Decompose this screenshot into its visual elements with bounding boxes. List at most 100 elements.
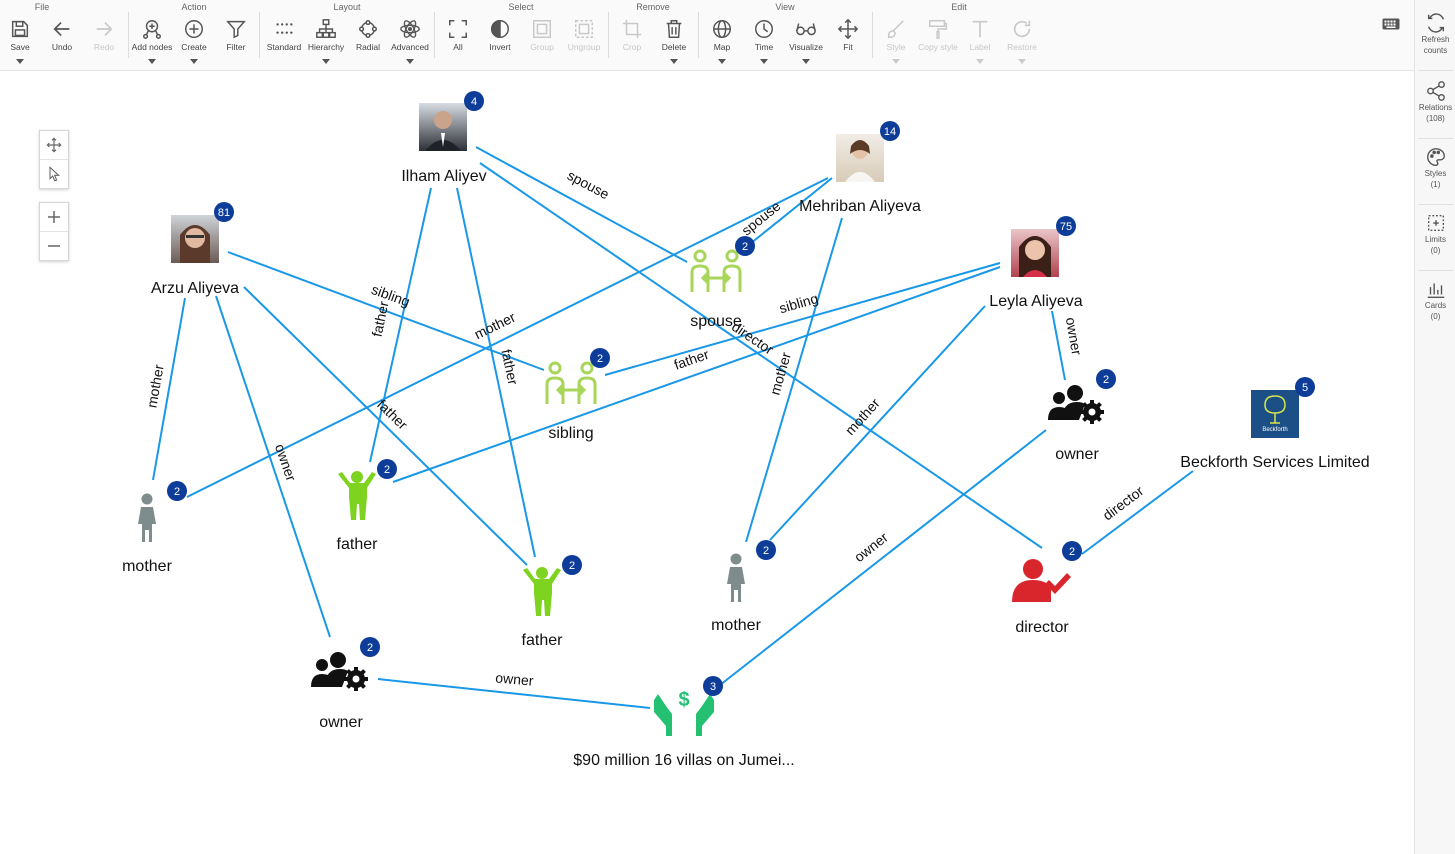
refresh-counts-button[interactable]: Refresh counts (1415, 12, 1455, 56)
edge-label-mother-mehriban2: mother (766, 350, 793, 397)
leyla-photo (1011, 229, 1059, 277)
redo-button[interactable]: Redo (82, 16, 126, 70)
visualize-caret-icon[interactable] (802, 59, 810, 64)
style-caret-icon[interactable] (892, 59, 900, 64)
keyboard-icon[interactable] (1382, 17, 1400, 36)
map-button[interactable]: Map (700, 16, 744, 70)
edge-leyla-owner2[interactable] (1051, 310, 1066, 381)
advanced-caret-icon[interactable] (406, 59, 414, 64)
edge-leyla-father1[interactable] (392, 266, 1001, 483)
standard-layout-button[interactable]: Standard (262, 16, 306, 70)
edge-owner1-asset[interactable] (377, 678, 651, 709)
edge-label-spouse-mehriban: spouse (738, 198, 783, 239)
edge-leyla-sibling[interactable] (604, 262, 1001, 376)
node-mehriban-aliyeva[interactable]: 14 Mehriban Aliyeva (799, 121, 921, 215)
palette-icon (1426, 148, 1445, 166)
time-caret-icon[interactable] (760, 59, 768, 64)
father-left-badge-count: 2 (384, 464, 390, 476)
relations-count: (108) (1426, 114, 1445, 123)
node-father-middle[interactable]: 2 father (522, 555, 582, 649)
create-button[interactable]: Create (172, 16, 216, 70)
styles-button[interactable]: Styles (1) (1415, 146, 1455, 190)
mehriban-badge-count: 14 (884, 126, 896, 138)
restore-icon (1013, 20, 1031, 38)
node-beckforth-services-limited[interactable]: Beckforth 5 Beckforth Services Limited (1180, 377, 1370, 471)
delete-button[interactable]: Delete (652, 16, 696, 70)
node-sibling[interactable]: 2 sibling (545, 348, 610, 442)
pan-tool-button[interactable] (40, 131, 68, 159)
edge-ilham-father2[interactable] (456, 187, 536, 558)
edge-ilham-director[interactable] (479, 162, 1043, 549)
node-director[interactable]: 2 director (1012, 541, 1082, 636)
advanced-layout-button[interactable]: Advanced (388, 16, 432, 70)
undo-button[interactable]: Undo (40, 16, 84, 70)
add-nodes-label: Add nodes (131, 42, 173, 52)
zoom-out-button[interactable] (40, 231, 68, 260)
invert-selection-button[interactable]: Invert (478, 16, 522, 70)
ungroup-button[interactable]: Ungroup (562, 16, 606, 70)
save-caret-icon[interactable] (16, 59, 24, 64)
separator (698, 12, 699, 58)
restore-caret-icon[interactable] (1018, 59, 1026, 64)
limits-button[interactable]: Limits (0) (1415, 212, 1455, 256)
group-button[interactable]: Group (520, 16, 564, 70)
hierarchy-caret-icon[interactable] (322, 59, 330, 64)
select-all-button[interactable]: All (436, 16, 480, 70)
node-mother-left[interactable]: 2 mother (122, 481, 187, 575)
arzu-photo (171, 215, 219, 263)
edge-arzu-father2[interactable] (243, 286, 528, 566)
zoom-in-button[interactable] (40, 203, 68, 231)
select-tool-button[interactable] (40, 159, 68, 188)
edge-label-owner-asset2: owner (851, 529, 891, 565)
node-arzu-aliyeva[interactable]: 81 Arzu Aliyeva (151, 202, 239, 297)
edge-ilham-father1[interactable] (369, 187, 432, 463)
edge-label-spouse-ilham: spouse (565, 167, 613, 202)
fit-button[interactable]: Fit (826, 16, 870, 70)
save-button[interactable]: Save (0, 16, 42, 70)
time-button[interactable]: Time (742, 16, 786, 70)
label-caret-icon[interactable] (976, 59, 984, 64)
edge-mehriban-spouse[interactable] (744, 177, 833, 249)
radial-layout-button[interactable]: Radial (346, 16, 390, 70)
create-caret-icon[interactable] (190, 59, 198, 64)
edge-label-director-beckforth: director (1100, 482, 1147, 523)
edge-arzu-owner1[interactable] (215, 295, 331, 638)
label-button[interactable]: Label (958, 16, 1002, 70)
action-group: Action (130, 0, 258, 70)
map-caret-icon[interactable] (718, 59, 726, 64)
node-leyla-aliyeva[interactable]: 75 Leyla Aliyeva (989, 216, 1083, 310)
edge-mehriban-mother2[interactable] (745, 217, 843, 543)
node-owner-leyla[interactable]: 2 owner (1048, 369, 1116, 463)
pan-select-controls (39, 130, 69, 189)
edge-arzu-mother1[interactable] (152, 297, 186, 481)
visualize-button[interactable]: Visualize (784, 16, 828, 70)
copy-style-button[interactable]: Copy style (916, 16, 960, 70)
edge-mehriban-mother1[interactable] (186, 177, 829, 498)
delete-caret-icon[interactable] (670, 59, 678, 64)
filter-button[interactable]: Filter (214, 16, 258, 70)
node-father-left[interactable]: 2 father (337, 459, 397, 553)
graph-canvas[interactable]: spouse spouse sibling sibling mother mot… (0, 0, 1414, 854)
add-nodes-caret-icon[interactable] (148, 59, 156, 64)
node-owner-arzu[interactable]: 2 owner (311, 637, 380, 731)
hierarchy-layout-button[interactable]: Hierarchy (304, 16, 348, 70)
panel-separator (1418, 70, 1453, 71)
node-mother-middle[interactable]: 2 mother (711, 540, 776, 634)
move-arrows-icon (837, 18, 859, 40)
crop-icon (622, 19, 642, 39)
edge-leyla-mother2[interactable] (769, 305, 986, 541)
node-ilham-aliyev[interactable]: 4 Ilham Aliyev (401, 91, 487, 185)
style-button[interactable]: Style (874, 16, 918, 70)
cards-button[interactable]: Cards (0) (1415, 278, 1455, 322)
node-asset-villas[interactable]: $ 3 $90 million 16 villas on Jumei... (573, 676, 795, 769)
dots-grid-icon (276, 23, 293, 34)
node-spouse[interactable]: 2 spouse (690, 236, 755, 330)
add-nodes-button[interactable]: Add nodes (130, 16, 174, 70)
edge-beckforth-director[interactable] (1081, 470, 1194, 555)
edge-owner2-asset[interactable] (719, 429, 1047, 686)
relations-button[interactable]: Relations (108) (1415, 80, 1455, 124)
crop-button[interactable]: Crop (610, 16, 654, 70)
mother-middle-badge (756, 540, 776, 560)
edge-ilham-spouse[interactable] (475, 146, 688, 263)
restore-button[interactable]: Restore (1000, 16, 1044, 70)
